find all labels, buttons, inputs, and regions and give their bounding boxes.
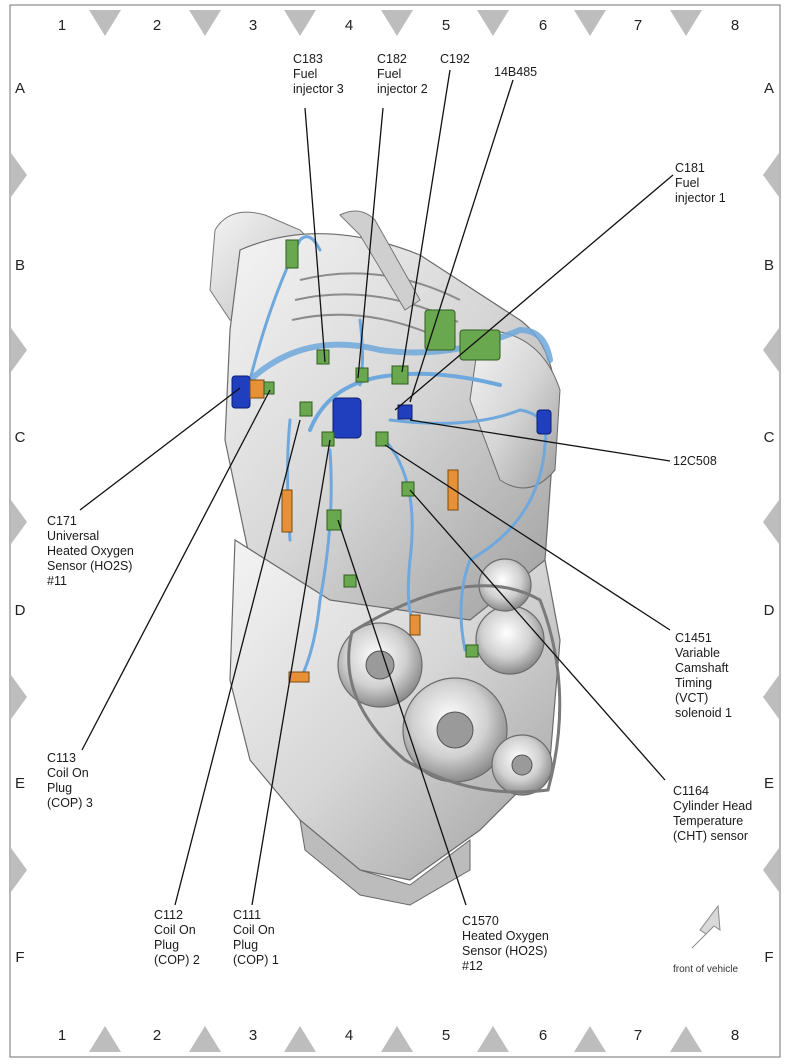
grid-column-label-bottom: 6 (539, 1027, 547, 1044)
callout-c1570: C1570 Heated Oxygen Sensor (HO2S) #12 (462, 914, 552, 973)
grid-marker (189, 10, 221, 36)
callout-c1451: C1451 Variable Camshaft Timing (VCT) sol… (675, 631, 732, 720)
front-of-vehicle-indicator: front of vehicle (673, 904, 738, 975)
grid-row-label-left: A (15, 80, 25, 97)
front-arrow-icon (691, 904, 721, 949)
callout-c111: C111 Coil On Plug (COP) 1 (233, 908, 279, 967)
grid-marker (11, 153, 27, 197)
callout-c182: C182 Fuel injector 2 (377, 52, 428, 96)
grid-marker (763, 500, 779, 544)
grid-row-label-left: D (15, 602, 26, 619)
grid-column-label-top: 5 (442, 17, 450, 34)
callout-c192: C192 (440, 52, 470, 66)
grid-row-label-right: B (764, 257, 774, 274)
grid-row-label-right: E (764, 775, 774, 792)
grid-marker (477, 1026, 509, 1052)
connectors (231, 239, 552, 683)
grid-marker (574, 10, 606, 36)
grid-marker (381, 1026, 413, 1052)
grid-markers (11, 10, 779, 1052)
callout-c171: C171 Universal Heated Oxygen Sensor (HO2… (47, 514, 137, 588)
callout-c183: C183 Fuel injector 3 (293, 52, 344, 96)
grid-marker (189, 1026, 221, 1052)
grid-column-label-top: 1 (58, 17, 66, 34)
callout-c113: C113 Coil On Plug (COP) 3 (47, 751, 93, 810)
grid-column-label-bottom: 7 (634, 1027, 642, 1044)
grid-column-label-bottom: 8 (731, 1027, 739, 1044)
grid-row-label-left: F (15, 949, 24, 966)
callout-c181: C181 Fuel injector 1 (675, 161, 726, 205)
grid-marker (381, 10, 413, 36)
grid-column-label-bottom: 2 (153, 1027, 161, 1044)
grid-column-label-top: 6 (539, 17, 547, 34)
grid-column-label-bottom: 5 (442, 1027, 450, 1044)
grid-marker (11, 500, 27, 544)
grid-row-label-left: C (15, 429, 26, 446)
grid-row-label-left: B (15, 257, 25, 274)
grid-marker (763, 848, 779, 892)
front-of-vehicle-label: front of vehicle (673, 964, 738, 975)
grid-row-label-left: E (15, 775, 25, 792)
grid-row-label-right: D (764, 602, 775, 619)
grid-column-label-top: 8 (731, 17, 739, 34)
grid-marker (11, 675, 27, 719)
grid-marker (284, 10, 316, 36)
grid-marker (670, 1026, 702, 1052)
grid-marker (670, 10, 702, 36)
callout-12c508: 12C508 (673, 454, 717, 468)
grid-marker (284, 1026, 316, 1052)
grid-column-label-bottom: 3 (249, 1027, 257, 1044)
grid-column-label-bottom: 4 (345, 1027, 353, 1044)
grid-marker (763, 675, 779, 719)
grid-marker (763, 153, 779, 197)
grid-marker (89, 10, 121, 36)
grid-row-label-right: F (764, 949, 773, 966)
grid-column-label-top: 3 (249, 17, 257, 34)
grid-marker (11, 328, 27, 372)
grid-marker (574, 1026, 606, 1052)
callout-c112: C112 Coil On Plug (COP) 2 (154, 908, 200, 967)
callout-14b485: 14B485 (494, 65, 537, 79)
grid-column-label-top: 2 (153, 17, 161, 34)
grid-row-label-right: A (764, 80, 774, 97)
grid-marker (477, 10, 509, 36)
callout-labels: C183 Fuel injector 3 C182 Fuel injector … (47, 52, 756, 973)
grid-marker (11, 848, 27, 892)
leader-lines (79, 69, 674, 906)
grid-column-label-bottom: 1 (58, 1027, 66, 1044)
grid-marker (89, 1026, 121, 1052)
grid-column-label-top: 7 (634, 17, 642, 34)
callout-c1164: C1164 Cylinder Head Temperature (CHT) se… (673, 784, 756, 843)
grid-column-label-top: 4 (345, 17, 353, 34)
grid-row-label-right: C (764, 429, 775, 446)
grid-marker (763, 328, 779, 372)
